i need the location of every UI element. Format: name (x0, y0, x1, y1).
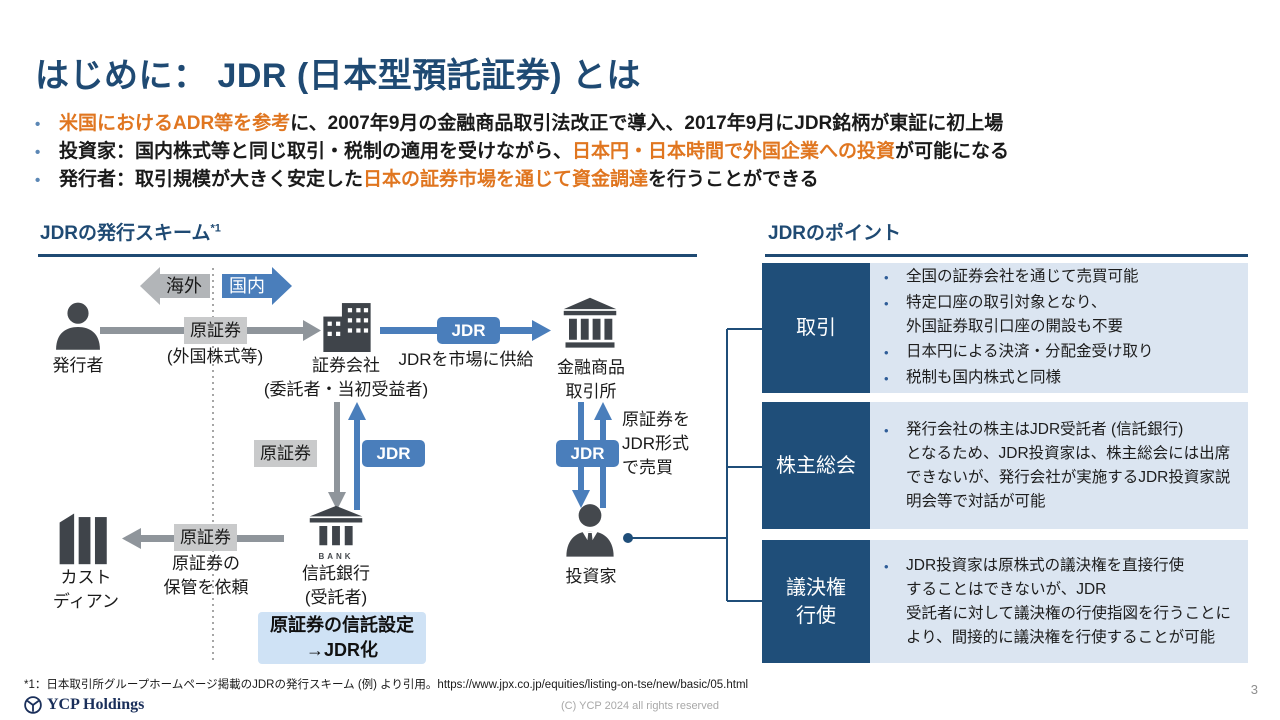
orig-sec-down-shaft (334, 402, 340, 494)
trust-bank-sub: (受託者) (304, 588, 368, 607)
bullet-text: 投資家：国内株式等と同じ取引・税制の適用を受けながら、日本円・日本時間で外国企業… (59, 141, 1010, 162)
custody-sub: 原証券の 保管を依頼 (163, 554, 249, 597)
page-title: はじめに： JDR (日本型預託証券) とは (35, 57, 641, 95)
points-row-shareholder-meeting: 株主総会 •発行会社の株主はJDR受託者 (信託銀行) となるため、JDR投資家… (762, 402, 1248, 529)
securities-company-label: 証券会社 (312, 356, 380, 375)
intro-bullet-1: • 米国におけるADR等を参考に、2007年9月の金融商品取引法改正で導入、20… (35, 110, 1245, 138)
investor-icon (562, 502, 618, 569)
intro-bullet-2: • 投資家：国内株式等と同じ取引・税制の適用を受けながら、日本円・日本時間で外国… (35, 138, 1245, 166)
issuer-person-icon (52, 300, 104, 359)
jdr-tag-1: JDR (437, 317, 500, 344)
jdr-tag-2: JDR (362, 440, 425, 467)
bullet-text: 米国におけるADR等を参考に、2007年9月の金融商品取引法改正で導入、2017… (59, 113, 1004, 134)
point-item: •JDR投資家は原株式の議決権を直接行使 することはできないが、JDR 受託者に… (884, 554, 1240, 650)
bullet-marker: • (35, 116, 41, 133)
points-row-trading-content: •全国の証券会社を通じて売買可能 •特定口座の取引対象となり、 外国証券取引口座… (870, 263, 1248, 393)
point-marker: • (884, 371, 889, 386)
jdr-tag-3: JDR (556, 440, 619, 467)
scheme-heading: JDRの発行スキーム*1 (40, 222, 221, 244)
points-row-trading-label: 取引 (762, 263, 870, 393)
intro-bullets: • 米国におけるADR等を参考に、2007年9月の金融商品取引法改正で導入、20… (35, 110, 1245, 194)
point-item: •特定口座の取引対象となり、 外国証券取引口座の開設も不要 (884, 291, 1240, 339)
jdr-supply-arrow-head (532, 320, 551, 341)
exchange-label: 金融商品 取引所 (557, 358, 625, 401)
point-item: •全国の証券会社を通じて売買可能 (884, 265, 1240, 290)
custody-arrow-head (122, 528, 141, 549)
points-row-trading: 取引 •全国の証券会社を通じて売買可能 •特定口座の取引対象となり、 外国証券取… (762, 263, 1248, 393)
point-marker: • (884, 270, 889, 285)
issuer-label: 発行者 (52, 356, 104, 375)
jdr-up-head (348, 402, 366, 420)
ycp-logo-icon (24, 696, 42, 714)
scheme-heading-footref: *1 (210, 222, 221, 235)
points-row-voting-rights-label: 議決権 行使 (762, 540, 870, 663)
logo-text: YCP Holdings (47, 696, 145, 713)
bank-icon-text: BANK (318, 552, 354, 561)
orig-security-sub-1: (外国株式等) (166, 347, 264, 366)
point-item: •日本円による決済・分配金受け取り (884, 340, 1240, 365)
investor-connector-dot (623, 533, 633, 543)
point-marker: • (884, 345, 889, 360)
custodian-label: カスト ディアン (52, 568, 120, 611)
jdr-up-shaft (354, 418, 360, 510)
sell-note: 原証券を JDR形式 で売買 (622, 410, 690, 477)
page-number: 3 (1250, 682, 1258, 697)
points-row-shareholder-meeting-content: •発行会社の株主はJDR受託者 (信託銀行) となるため、JDR投資家は、株主総… (870, 402, 1248, 529)
point-item: •発行会社の株主はJDR受託者 (信託銀行) となるため、JDR投資家は、株主総… (884, 418, 1240, 514)
issuer-arrow-head (303, 320, 321, 341)
copyright-text: (C) YCP 2024 all rights reserved (561, 700, 719, 712)
bullet-marker: • (35, 144, 41, 161)
securities-company-icon (320, 297, 374, 358)
point-marker: • (884, 558, 889, 574)
points-heading-rule (765, 254, 1248, 257)
points-heading: JDRのポイント (768, 223, 902, 244)
point-item: •税制も国内株式と同様 (884, 366, 1240, 391)
company-logo: YCP Holdings (24, 696, 144, 714)
trust-bank-icon: BANK (307, 505, 365, 561)
orig-security-tag-1: 原証券 (184, 317, 247, 344)
investor-label: 投資家 (565, 567, 617, 586)
trust-bank-label: 信託銀行 (302, 564, 370, 583)
securities-company-sub: (委託者・当初受益者) (263, 380, 429, 399)
point-marker: • (884, 422, 889, 438)
bullet-text: 発行者：取引規模が大きく安定した日本の証券市場を通じて資金調達を行うことができる (59, 169, 819, 190)
orig-security-tag-3: 原証券 (174, 524, 237, 551)
point-marker: • (884, 296, 889, 311)
points-row-voting-rights: 議決権 行使 •JDR投資家は原株式の議決権を直接行使 することはできないが、J… (762, 540, 1248, 663)
scheme-heading-rule (38, 254, 697, 257)
orig-security-tag-2: 原証券 (254, 440, 317, 467)
exchange-bank-icon (562, 296, 618, 357)
overseas-label: 海外 (166, 276, 202, 296)
trust-note-box: 原証券の信託設定 →JDR化 (258, 612, 426, 664)
footnote: *1：日本取引所グループホームページ掲載のJDRの発行スキーム (例) より引用… (24, 679, 749, 691)
points-row-shareholder-meeting-label: 株主総会 (762, 402, 870, 529)
bullet-marker: • (35, 172, 41, 189)
intro-bullet-3: • 発行者：取引規模が大きく安定した日本の証券市場を通じて資金調達を行うことがで… (35, 166, 1245, 194)
exchange-up-head (594, 402, 612, 420)
domestic-label: 国内 (229, 276, 265, 296)
custodian-icon (56, 508, 114, 571)
jdr-supply-sub: JDRを市場に供給 (398, 350, 534, 369)
points-row-voting-rights-content: •JDR投資家は原株式の議決権を直接行使 することはできないが、JDR 受託者に… (870, 540, 1248, 663)
